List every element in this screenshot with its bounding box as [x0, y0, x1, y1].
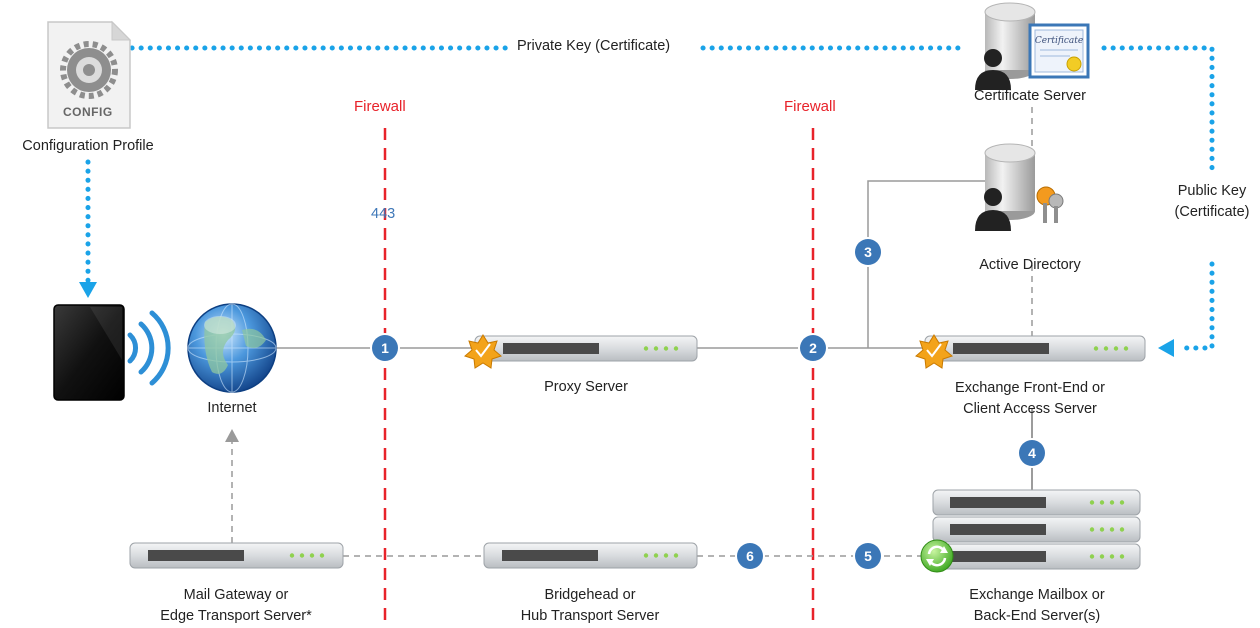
ipad-icon [53, 304, 125, 401]
step-badge-4: 4 [1019, 440, 1045, 466]
public-key-line1: Public Key [1177, 183, 1247, 199]
certificate-server-icon [975, 2, 1036, 90]
step-badge-5: 5 [855, 543, 881, 569]
certificate-document-icon [1028, 23, 1090, 79]
exchange-front-end-unit [924, 335, 1146, 362]
active-directory-label: Active Directory [979, 257, 1081, 273]
key-links [85, 45, 1215, 351]
mail-gateway-label: Mail Gateway or Edge Transport Server* [136, 585, 336, 627]
exchange-mailbox-line2: Back-End Server(s) [973, 608, 1101, 624]
public-key-link-label: Public Key (Certificate) [1168, 181, 1256, 223]
mail-gateway-line2: Edge Transport Server* [160, 608, 312, 624]
firewall-right-label: Firewall [784, 98, 836, 115]
private-key-link-label: Private Key (Certificate) [511, 38, 677, 54]
bridgehead-label: Bridgehead or Hub Transport Server [490, 585, 690, 627]
sync-icon [920, 539, 954, 573]
exchange-front-end-line2: Client Access Server [963, 401, 1097, 417]
dashed-links [231, 107, 1033, 557]
step-badge-1: 1 [372, 335, 398, 361]
globe-icon [187, 303, 277, 393]
keys-icon [1036, 186, 1064, 223]
exchange-mailbox-stack [932, 489, 1141, 570]
bridgehead-line2: Hub Transport Server [520, 608, 660, 624]
active-directory-icon [975, 143, 1036, 231]
config-profile-label: Configuration Profile [22, 138, 154, 154]
exchange-front-end-line1: Exchange Front-End or [955, 380, 1105, 396]
exchange-mailbox-line1: Exchange Mailbox or [969, 587, 1105, 603]
exchange-mailbox-label: Exchange Mailbox or Back-End Server(s) [937, 585, 1137, 627]
arrow-up-internet [225, 429, 239, 442]
certificate-script-text: Certificate [1035, 36, 1083, 46]
bridgehead-line1: Bridgehead or [544, 587, 636, 603]
proxy-server-label: Proxy Server [544, 379, 628, 395]
internet-label: Internet [207, 400, 257, 416]
exchange-front-end-label: Exchange Front-End or Client Access Serv… [930, 378, 1130, 420]
config-profile-icon [47, 20, 132, 129]
bridgehead-unit [483, 542, 698, 569]
arrow-left-exchange [1158, 339, 1174, 357]
step-badge-3: 3 [855, 239, 881, 265]
certificate-server-label: Certificate Server [973, 88, 1086, 104]
config-icon-text: CONFIG [63, 105, 113, 119]
mail-gateway-line1: Mail Gateway or [183, 587, 289, 603]
step-badge-2: 2 [800, 335, 826, 361]
public-key-line2: (Certificate) [1174, 204, 1250, 220]
cert-seal-icon [915, 334, 953, 369]
mail-gateway-unit [129, 542, 344, 569]
step-badge-6: 6 [737, 543, 763, 569]
port-label: 443 [371, 206, 396, 222]
firewall-left-label: Firewall [354, 98, 406, 115]
arrow-down-device [79, 282, 97, 298]
cert-seal-icon [464, 334, 502, 369]
proxy-server-unit [474, 335, 698, 362]
wifi-signal-icon [127, 310, 171, 386]
